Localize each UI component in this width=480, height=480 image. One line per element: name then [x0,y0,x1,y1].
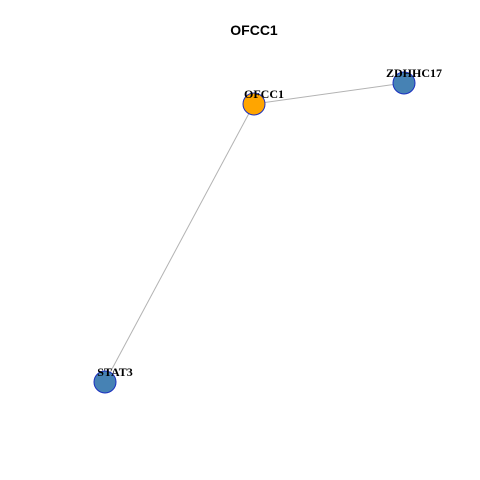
node-ofcc1[interactable] [242,92,266,116]
diagram-title: OFCC1 [230,22,278,38]
node-zdhhc17[interactable] [392,71,416,95]
edge-ofcc1-stat3 [104,103,255,383]
node-label-zdhhc17: ZDHHC17 [386,66,442,80]
node-label-stat3: STAT3 [97,365,133,379]
edge-layer [104,82,405,383]
edge-ofcc1-zdhhc17 [253,82,405,105]
node-layer [93,71,416,394]
node-stat3[interactable] [93,370,117,394]
node-label-ofcc1: OFCC1 [244,87,284,101]
